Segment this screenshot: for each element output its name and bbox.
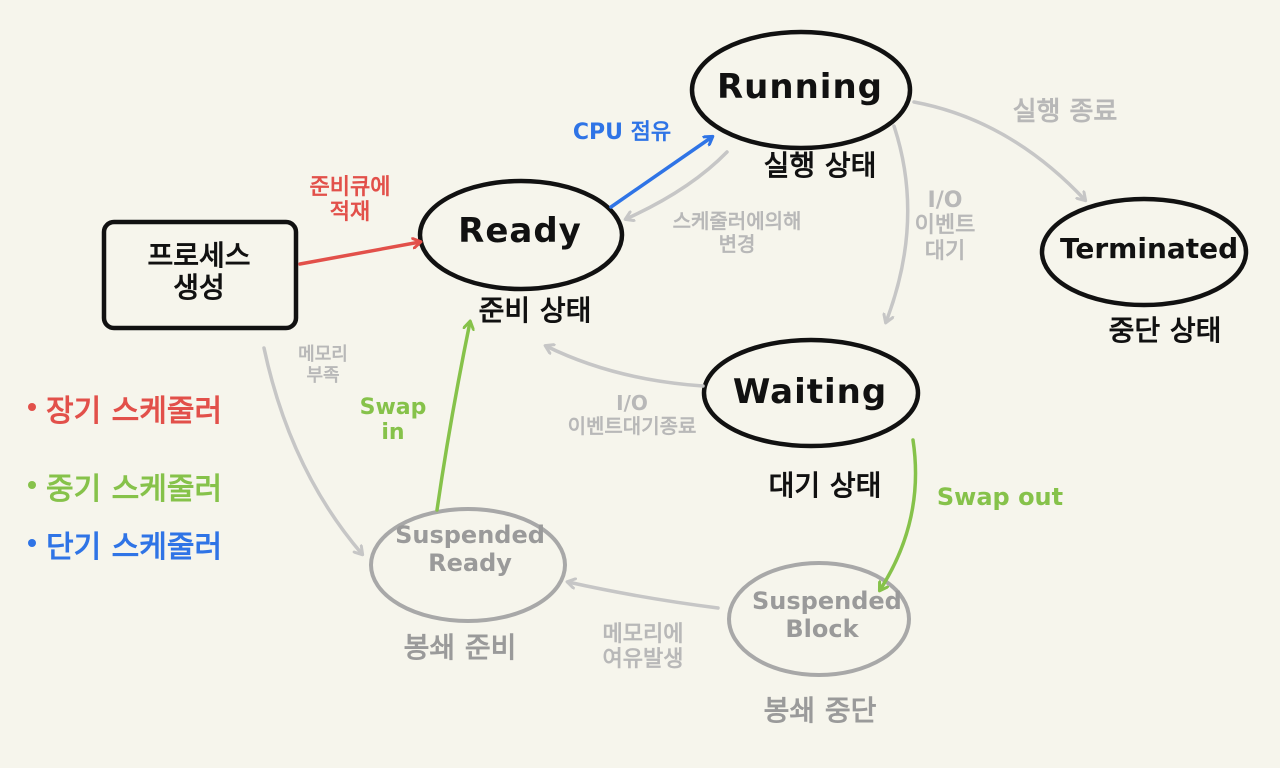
suspended-ready-node <box>369 507 567 623</box>
ready-to-running-label: CPU 점유 <box>572 120 672 145</box>
creation-to-ready-label: 준비큐에 적재 <box>309 175 391 226</box>
suspended-block-kor-label: 봉쇄 중단 <box>763 694 877 727</box>
arrow-ready-to-running <box>609 137 712 209</box>
running-to-waiting-label: I/O 이벤트 대기 <box>914 188 976 264</box>
legend-dot-mid-term <box>28 481 36 489</box>
running-label: Running <box>717 67 883 107</box>
block-to-suspended-ready-label: 메모리에 여유발생 <box>602 622 684 673</box>
running-to-ready-label: 스케줄러에의해 변경 <box>672 209 802 256</box>
legend-dot-long-term <box>28 403 36 411</box>
suspended-block-node <box>727 561 911 677</box>
creation-box <box>101 219 299 331</box>
ready-node <box>417 178 625 292</box>
waiting-to-ready-label: I/O 이벤트대기종료 <box>567 391 697 438</box>
terminated-kor-label: 중단 상태 <box>1108 314 1222 347</box>
arrow-creation-to-ready <box>298 242 420 266</box>
creation-to-suspended-ready-label: 메모리 부족 <box>298 344 348 386</box>
waiting-kor-label: 대기 상태 <box>768 469 882 502</box>
swap-out-label: Swap out <box>936 483 1064 511</box>
terminated-node <box>1039 196 1249 308</box>
legend-mid-term: 중기 스케줄러 <box>46 472 223 507</box>
waiting-node <box>701 337 921 449</box>
running-to-terminated-label: 실행 종료 <box>1012 97 1118 127</box>
arrow-creation-to-suspended-ready <box>262 346 362 554</box>
arrow-running-to-waiting <box>886 124 910 322</box>
running-node <box>689 29 913 151</box>
swap-in-label: Swap in <box>359 395 427 446</box>
waiting-label: Waiting <box>732 372 888 412</box>
ready-label: Ready <box>458 211 582 251</box>
arrow-swap-in <box>435 322 470 512</box>
suspended-block-label: Suspended Block <box>752 587 902 643</box>
creation-label: 프로세스 생성 <box>147 239 251 305</box>
legend-dot-short-term <box>28 539 36 547</box>
terminated-label: Terminated <box>1060 232 1239 265</box>
arrow-running-to-terminated <box>912 100 1085 200</box>
suspended-ready-kor-label: 봉쇄 준비 <box>403 631 517 664</box>
arrow-waiting-to-ready <box>546 346 705 388</box>
running-kor-label: 실행 상태 <box>763 149 877 182</box>
ready-kor-label: 준비 상태 <box>478 294 592 327</box>
suspended-ready-label: Suspended Ready <box>395 521 545 577</box>
arrow-block-to-suspended-ready <box>568 582 720 610</box>
legend-long-term: 장기 스케줄러 <box>46 394 223 429</box>
legend-short-term: 단기 스케줄러 <box>46 530 223 565</box>
arrow-running-to-ready <box>626 150 729 219</box>
arrow-swap-out <box>880 438 918 590</box>
